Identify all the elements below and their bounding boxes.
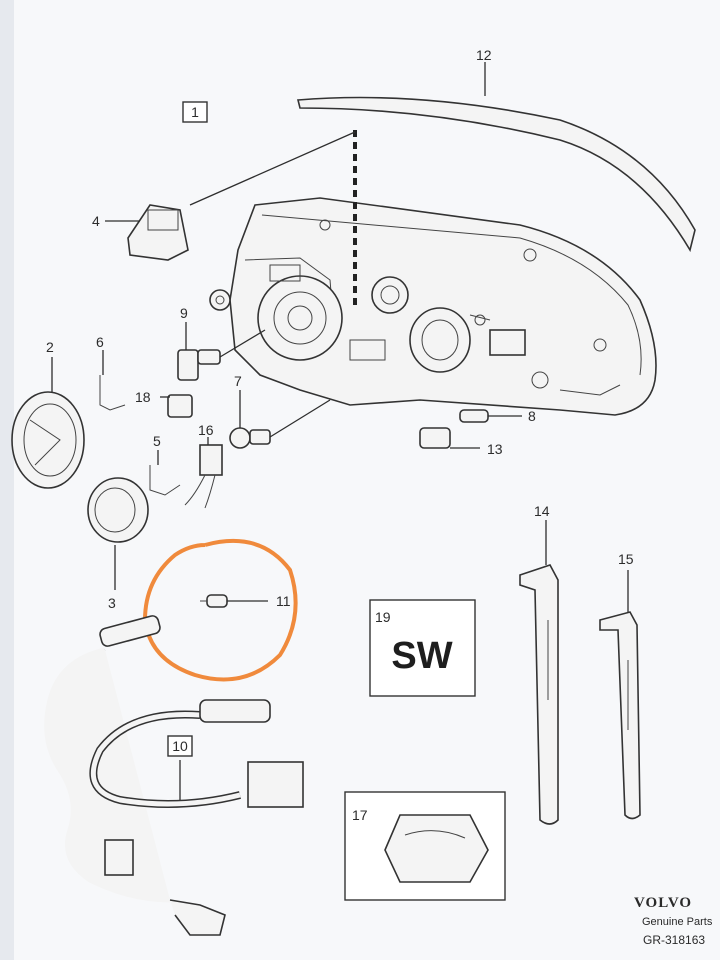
part-9-bulb — [177, 322, 266, 381]
callout-12: 12 — [476, 47, 492, 63]
part-5-clip — [149, 450, 181, 496]
volvo-logo: VOLVO — [634, 895, 692, 911]
callout-18: 18 — [135, 389, 151, 405]
reflector-left — [257, 275, 343, 361]
part-2-cover — [11, 357, 85, 489]
part-15-bracket — [599, 570, 641, 820]
genuine-parts-label: Genuine Parts — [642, 916, 713, 928]
callout-19-box — [369, 599, 476, 697]
callout-9: 9 — [180, 305, 188, 321]
part-10-wiring-harness — [44, 615, 304, 936]
callout-7: 7 — [234, 373, 242, 389]
part-13-socket — [419, 427, 480, 449]
part-8-bulb — [459, 409, 522, 423]
callout-14: 14 — [534, 503, 550, 519]
part-7-bulb — [229, 390, 331, 449]
headlamp-housing — [229, 197, 657, 416]
part-18-holder — [160, 394, 193, 418]
part-16-connector — [184, 437, 223, 509]
callout-10-box — [167, 735, 193, 757]
callout-3: 3 — [108, 595, 116, 611]
part-socket-top — [209, 289, 231, 311]
callout-8: 8 — [528, 408, 536, 424]
part-4-control-module — [105, 204, 189, 261]
high-beam-socket — [371, 276, 409, 314]
callout-10: 10 — [172, 738, 188, 754]
callout-19: 19 — [375, 609, 391, 625]
part-6-clip — [99, 350, 126, 411]
part-14-bracket — [519, 520, 559, 825]
sw-label: SW — [391, 635, 452, 677]
diagram-code: GR-318163 — [643, 933, 705, 947]
callout-15: 15 — [618, 551, 634, 567]
callout-4: 4 — [92, 213, 100, 229]
callout-2: 2 — [46, 339, 54, 355]
reflector-right — [409, 307, 471, 373]
highlight-circle — [142, 538, 298, 682]
callout-6: 6 — [96, 334, 104, 350]
callout-16: 16 — [198, 422, 214, 438]
callout-5: 5 — [153, 433, 161, 449]
callout-17: 17 — [352, 807, 368, 823]
callout-13: 13 — [487, 441, 503, 457]
part-3-cap — [87, 477, 149, 590]
callout-11: 11 — [276, 593, 291, 609]
part-11-bulb — [200, 594, 268, 608]
callout-1: 1 — [191, 104, 199, 120]
part-17-lamp-lens — [384, 814, 489, 883]
callout-1-box — [182, 101, 208, 123]
part-12-trim-strip — [296, 62, 696, 253]
